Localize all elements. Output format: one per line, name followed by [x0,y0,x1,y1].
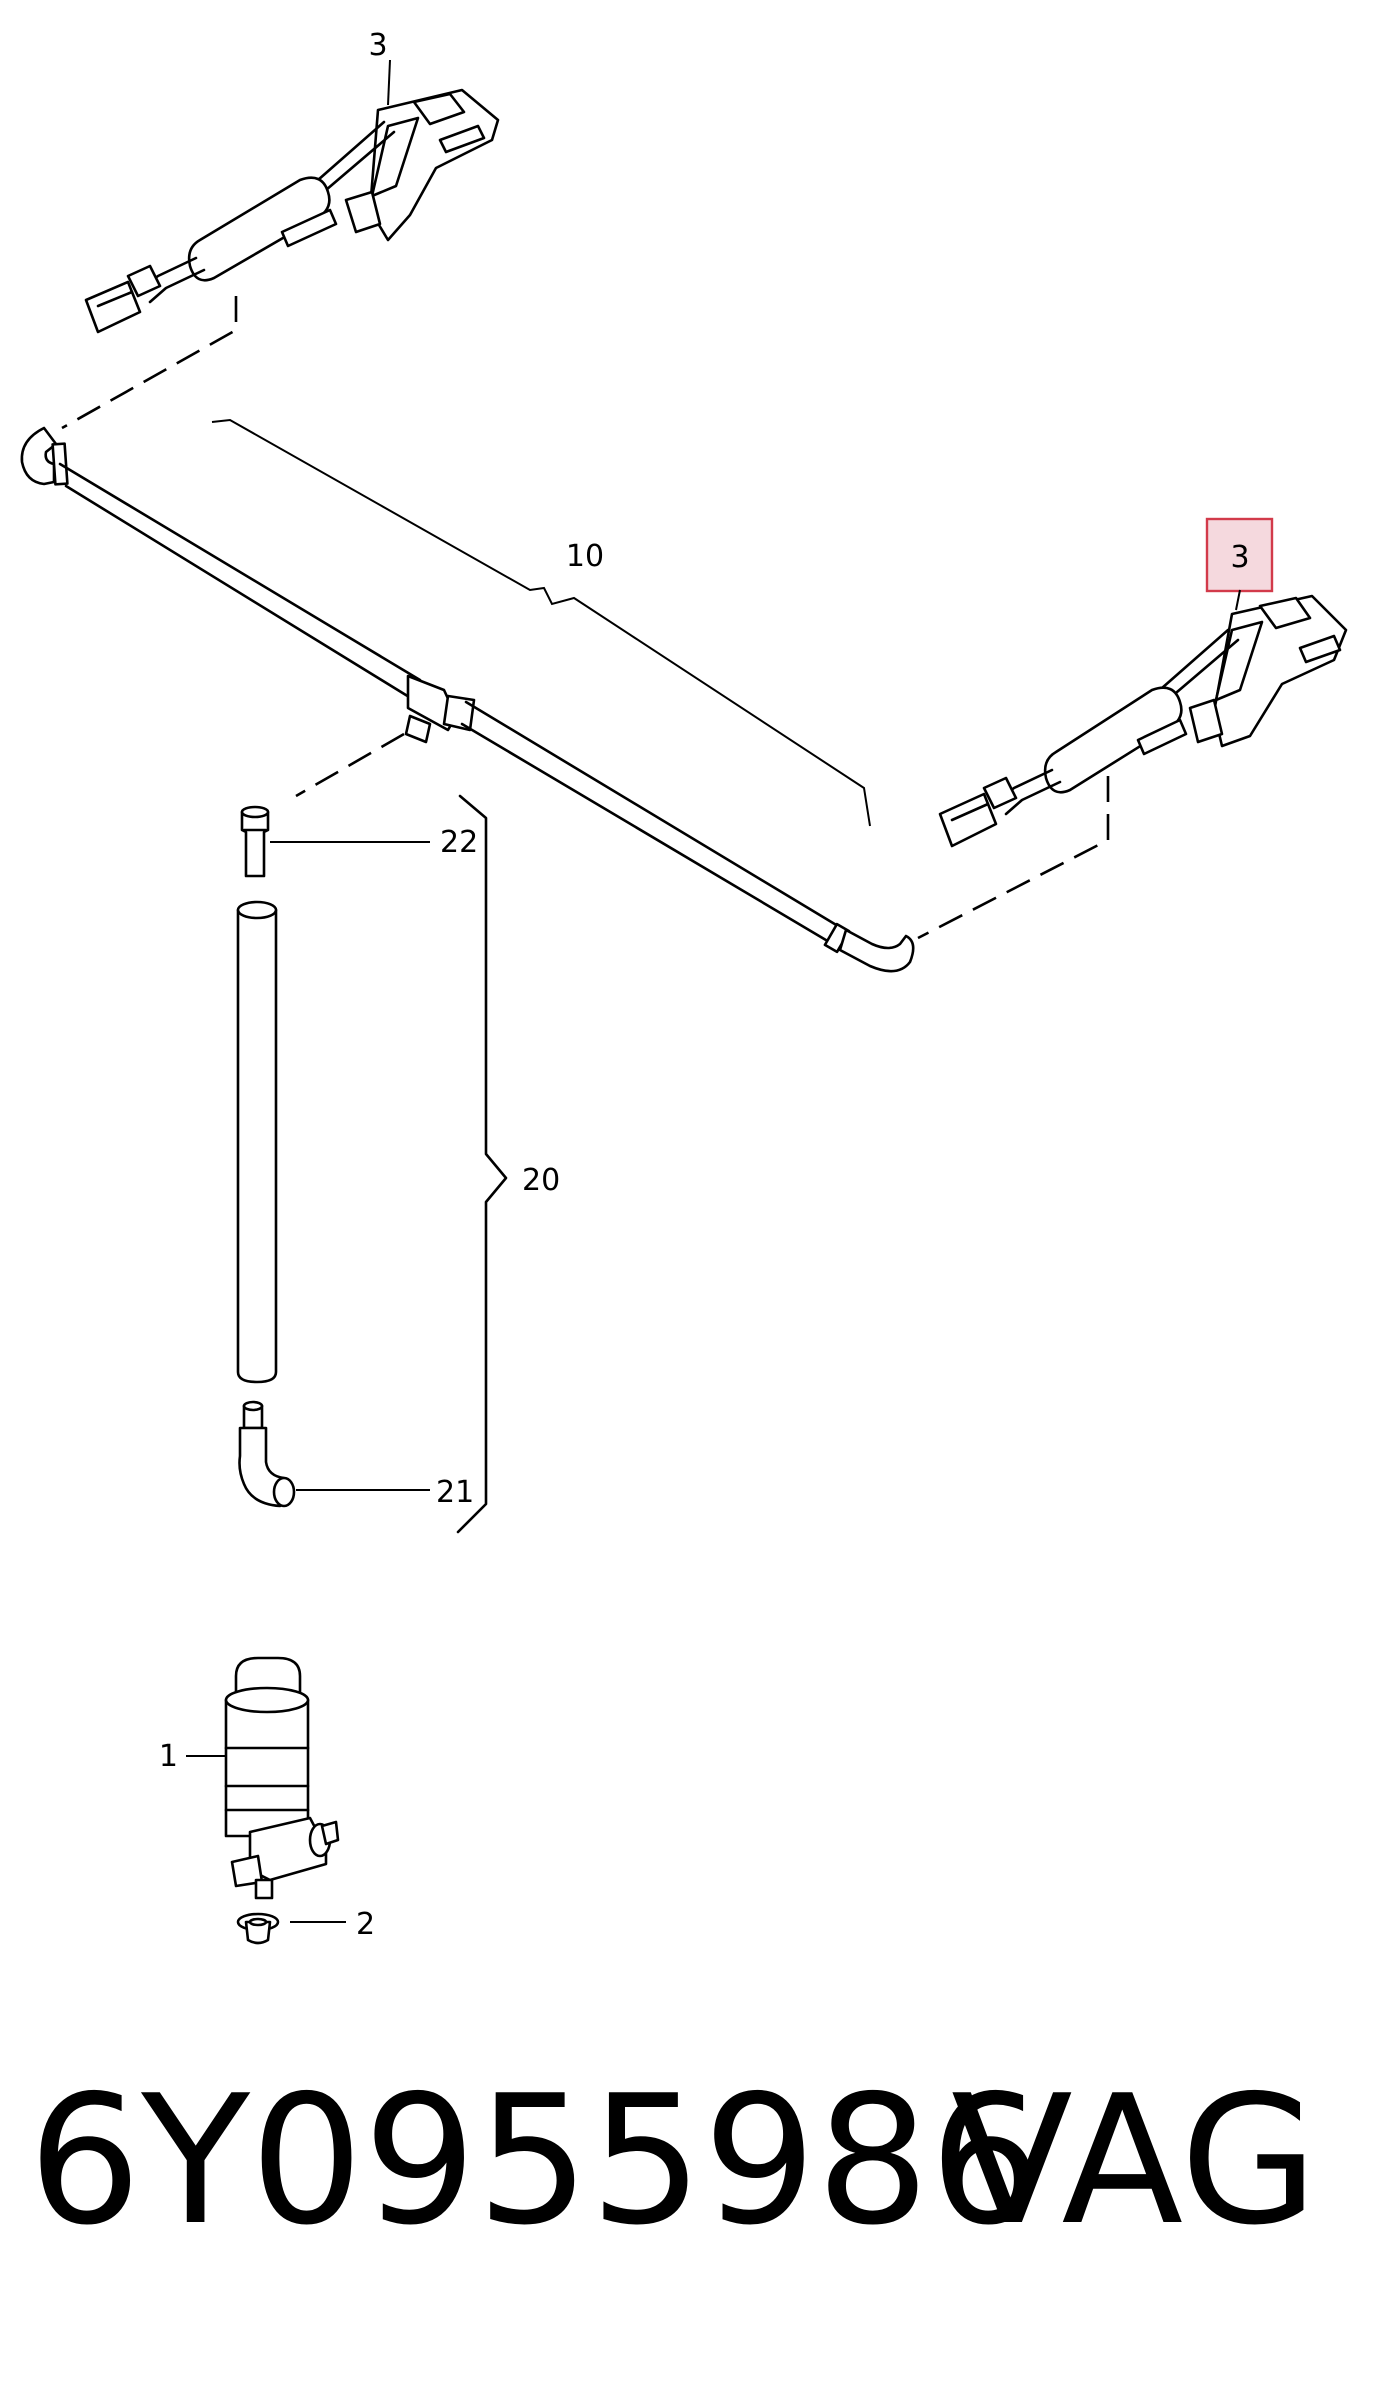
callout-3-right: 3 [1230,540,1249,575]
washer-pump-1: 1 [159,1656,340,1900]
part-number: 6Y0955986 [28,2057,1043,2264]
straight-hose-segment [236,900,278,1384]
connector-22: 22 [240,805,478,878]
elbow-21: 21 [238,1400,474,1510]
brand-name: VAG [951,2057,1318,2264]
callout-20: 20 [522,1163,560,1198]
main-washer-hose: 10 [20,418,915,973]
group-bracket-20: 20 [456,794,560,1534]
left-washer-nozzle-assembly: 3 [61,28,500,430]
callout-2: 2 [356,1907,375,1942]
callout-10: 10 [566,539,604,574]
tee-to-connector-dashed-link [295,732,405,798]
highlight-box [1205,517,1274,593]
right-washer-nozzle-assembly: 3 [917,517,1348,940]
grommet-2: 2 [236,1907,375,1945]
callout-1: 1 [159,1739,178,1774]
callout-3-left: 3 [368,28,387,63]
callout-22: 22 [440,825,478,860]
callout-21: 21 [436,1475,474,1510]
